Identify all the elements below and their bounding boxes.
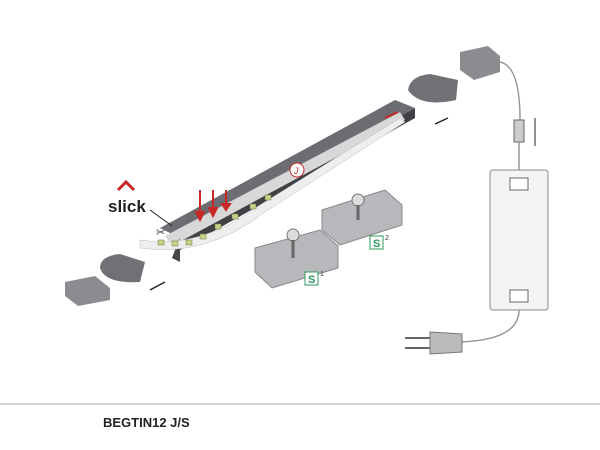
led-strip (139, 117, 406, 251)
svg-text:slick: slick (108, 197, 146, 216)
svg-text:1: 1 (320, 271, 324, 278)
power-supply (405, 61, 549, 355)
svg-text:J: J (293, 166, 299, 176)
mounting-clip-2: S 2 (321, 189, 403, 250)
profile-marker: J (289, 162, 305, 178)
svg-text:S: S (373, 238, 380, 250)
assembly-diagram: J slick ✂ S 1 S 2 (65, 46, 549, 355)
product-code: BEGTIN12 J/S (103, 415, 190, 430)
svg-text:2: 2 (385, 235, 389, 242)
scissors-icon: ✂ (156, 227, 165, 239)
slick-logo: slick (108, 179, 173, 227)
divider (0, 403, 600, 405)
svg-text:S: S (308, 274, 315, 286)
insert-arrows (194, 111, 399, 223)
end-cap-right (408, 46, 500, 125)
mounting-clip-1: S 1 (254, 228, 339, 289)
end-cap-left (65, 254, 166, 306)
